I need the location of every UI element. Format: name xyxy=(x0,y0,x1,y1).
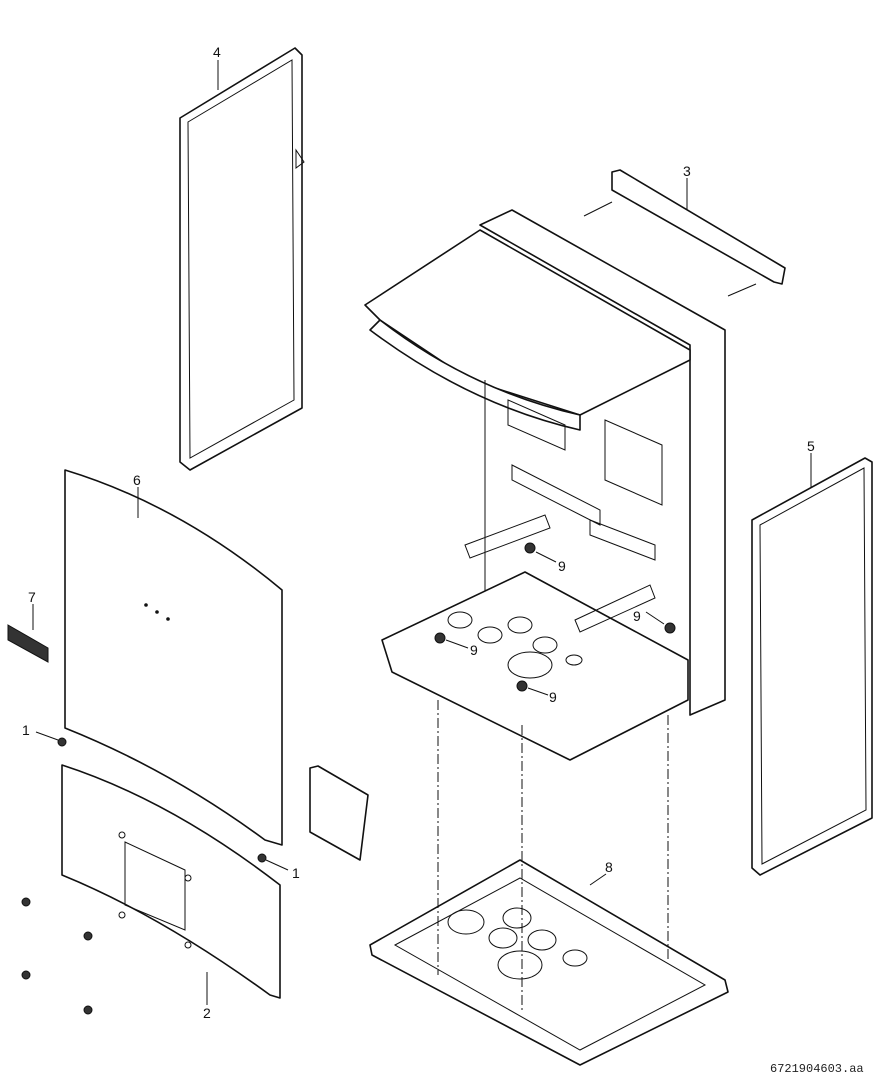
front-panel-lower xyxy=(61,764,281,999)
callout-2: 2 xyxy=(203,1005,211,1021)
main-frame xyxy=(364,209,726,761)
front-panel-upper xyxy=(64,469,283,846)
callout-9d: 9 xyxy=(549,689,557,705)
callout-9c: 9 xyxy=(470,642,478,658)
callout-7: 7 xyxy=(28,589,36,605)
callout-9b: 9 xyxy=(633,608,641,624)
callout-8: 8 xyxy=(605,859,613,875)
callout-9a: 9 xyxy=(558,558,566,574)
side-panel-left xyxy=(179,47,305,471)
callout-4: 4 xyxy=(213,44,221,60)
callout-3: 3 xyxy=(683,163,691,179)
logo-badge xyxy=(7,624,49,663)
screws xyxy=(21,731,289,1015)
fasteners xyxy=(434,542,676,696)
callout-1-right: 1 xyxy=(292,865,300,881)
side-panel-right xyxy=(751,457,873,876)
leader-lines xyxy=(32,60,812,1005)
mounting-plate xyxy=(309,765,369,861)
callout-5: 5 xyxy=(807,438,815,454)
wall-bracket xyxy=(583,169,786,297)
callout-1-left: 1 xyxy=(22,722,30,738)
bottom-tray xyxy=(369,859,729,1066)
alignment-lines xyxy=(437,700,669,1010)
callout-6: 6 xyxy=(133,472,141,488)
drawing-code: 6721904603.aa xyxy=(770,1062,864,1076)
